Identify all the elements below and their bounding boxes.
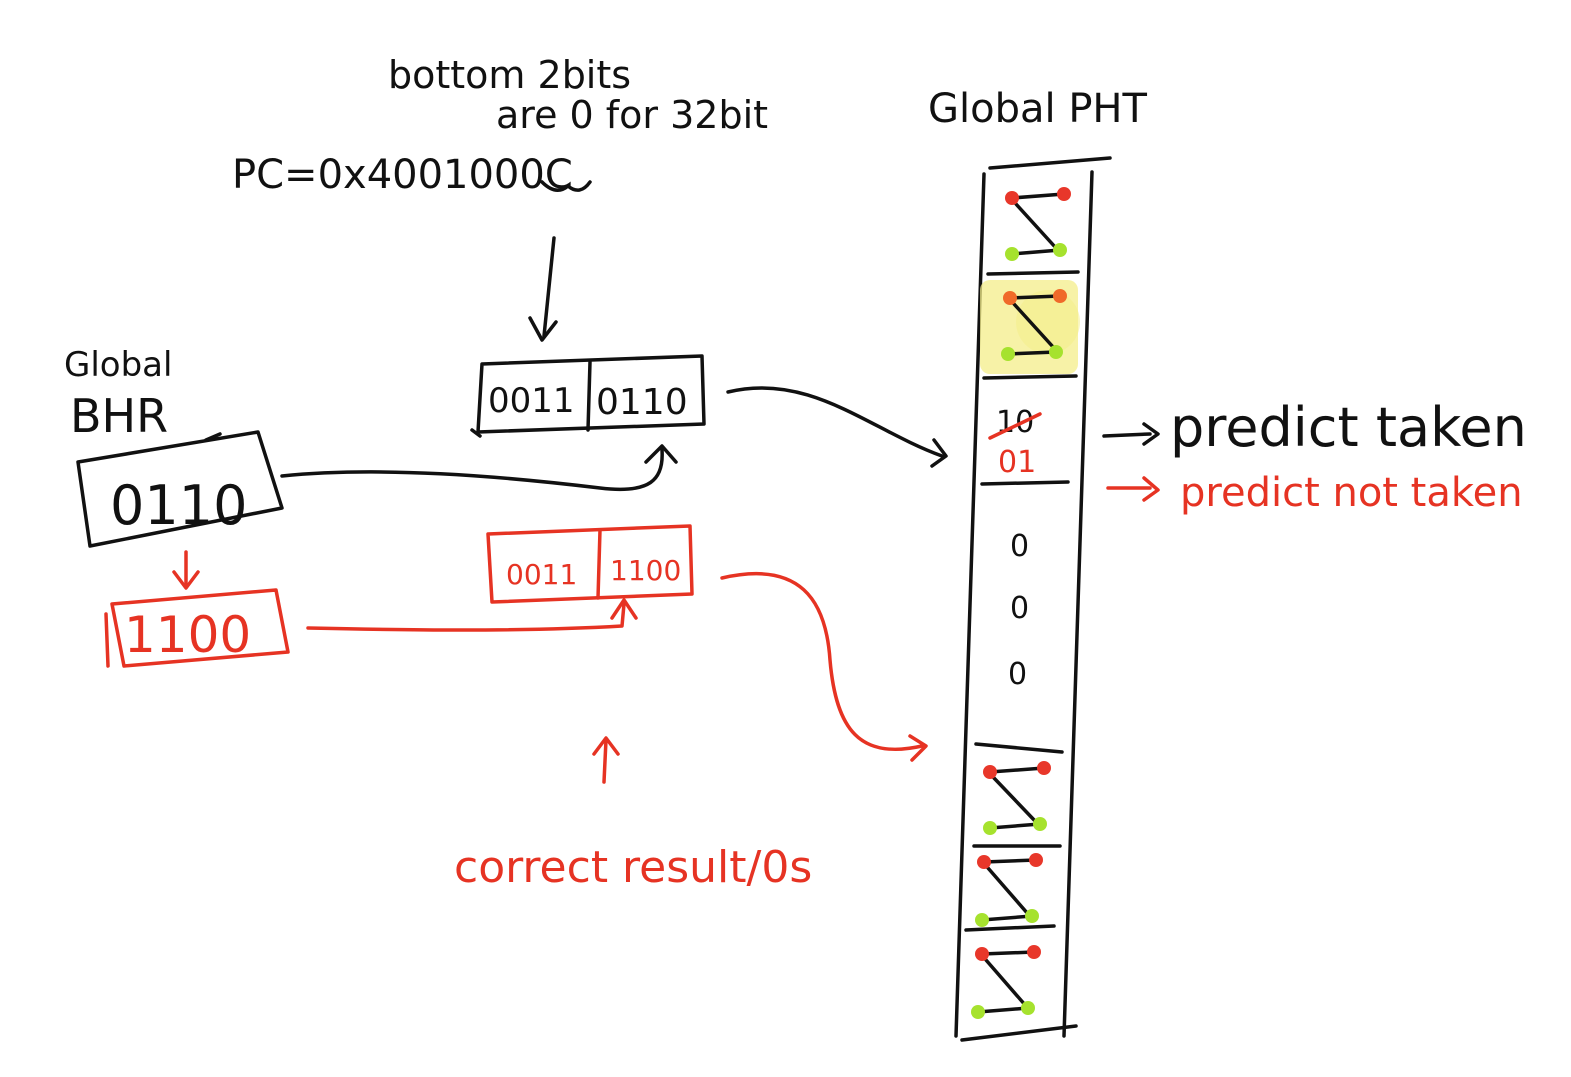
pht-row-divider-2 bbox=[982, 374, 1078, 380]
predict-not-taken-label: predict not taken bbox=[1180, 470, 1523, 516]
index-box-old: 0011 0110 bbox=[470, 354, 706, 438]
index-old-pc-bits: 0011 bbox=[488, 381, 575, 421]
predict-taken-label: predict taken bbox=[1170, 396, 1527, 459]
correct-result-arrow-head bbox=[592, 736, 620, 756]
global-pht-title: Global PHT bbox=[928, 86, 1148, 132]
pht-row-divider-4 bbox=[974, 742, 1064, 754]
pht-entry-2-state-icon bbox=[1001, 289, 1067, 361]
predict-taken-arrow-head bbox=[1142, 422, 1160, 446]
bottom-bits-note-line1: bottom 2bits bbox=[388, 53, 631, 97]
index-to-pht-arrowhead bbox=[930, 438, 948, 468]
bhr-box-old: 0110 bbox=[76, 430, 284, 548]
index-box-new: 0011 1100 bbox=[486, 524, 694, 604]
global-bhr-label-line2: BHR bbox=[70, 389, 168, 443]
pht-row-divider-1 bbox=[986, 270, 1080, 276]
bhr-box-new: 1100 bbox=[104, 588, 290, 668]
pht-counter-new: 01 bbox=[998, 445, 1036, 480]
pht-right-edge bbox=[1062, 170, 1094, 1038]
pht-row-divider-6 bbox=[964, 924, 1056, 932]
pc-value-label: PC=0x4001000C bbox=[232, 152, 573, 198]
bhr-to-index-arrowhead bbox=[644, 444, 678, 464]
predict-taken-arrow-shaft bbox=[1102, 432, 1152, 438]
pht-bottom-edge bbox=[960, 1024, 1078, 1042]
pht-ellipsis-1: 0 bbox=[1010, 529, 1029, 564]
bhr-old-value: 0110 bbox=[110, 474, 247, 537]
pht-ellipsis-2: 0 bbox=[1010, 591, 1029, 626]
global-bhr-label-line1: Global bbox=[64, 345, 172, 385]
pc-arrow-shaft bbox=[542, 236, 556, 338]
pht-entry-1-state-icon bbox=[1005, 187, 1071, 261]
index-new-to-pht-arrowhead bbox=[908, 734, 928, 762]
index-to-pht-connector bbox=[726, 386, 944, 458]
pc-bits-brace bbox=[540, 180, 592, 192]
bhr-to-index-connector bbox=[280, 448, 664, 492]
pht-row-divider-3 bbox=[980, 480, 1070, 486]
bhr-new-to-index-connector bbox=[306, 602, 626, 632]
pht-top-edge bbox=[988, 156, 1112, 170]
pht-left-edge bbox=[954, 172, 986, 1038]
index-new-to-pht-connector bbox=[720, 571, 924, 752]
pht-entry-highlight-glow bbox=[1016, 290, 1080, 354]
index-new-bhr-bits: 1100 bbox=[610, 554, 681, 587]
pht-table bbox=[954, 156, 1112, 1042]
bhr-shift-arrow-head bbox=[172, 570, 200, 590]
index-new-pc-bits: 0011 bbox=[506, 558, 577, 591]
correct-result-label: correct result/0s bbox=[454, 842, 812, 893]
bhr-new-value: 1100 bbox=[124, 606, 251, 664]
pht-entry-6-state-icon bbox=[971, 945, 1041, 1019]
predict-not-taken-arrow-head bbox=[1142, 476, 1160, 502]
pht-counter-strike bbox=[988, 412, 1042, 440]
pht-entry-4-state-icon bbox=[983, 761, 1051, 835]
bhr-new-to-index-arrowhead bbox=[610, 598, 638, 620]
pht-ellipsis-3: 0 bbox=[1008, 657, 1027, 692]
pc-arrow-head bbox=[528, 316, 558, 342]
bottom-bits-note-line2: are 0 for 32bit bbox=[496, 93, 768, 137]
pht-counter-old: 10 bbox=[996, 405, 1034, 440]
index-old-bhr-bits: 0110 bbox=[596, 382, 688, 423]
pht-entry-5-state-icon bbox=[975, 853, 1043, 927]
correct-result-arrow-shaft bbox=[602, 738, 608, 784]
